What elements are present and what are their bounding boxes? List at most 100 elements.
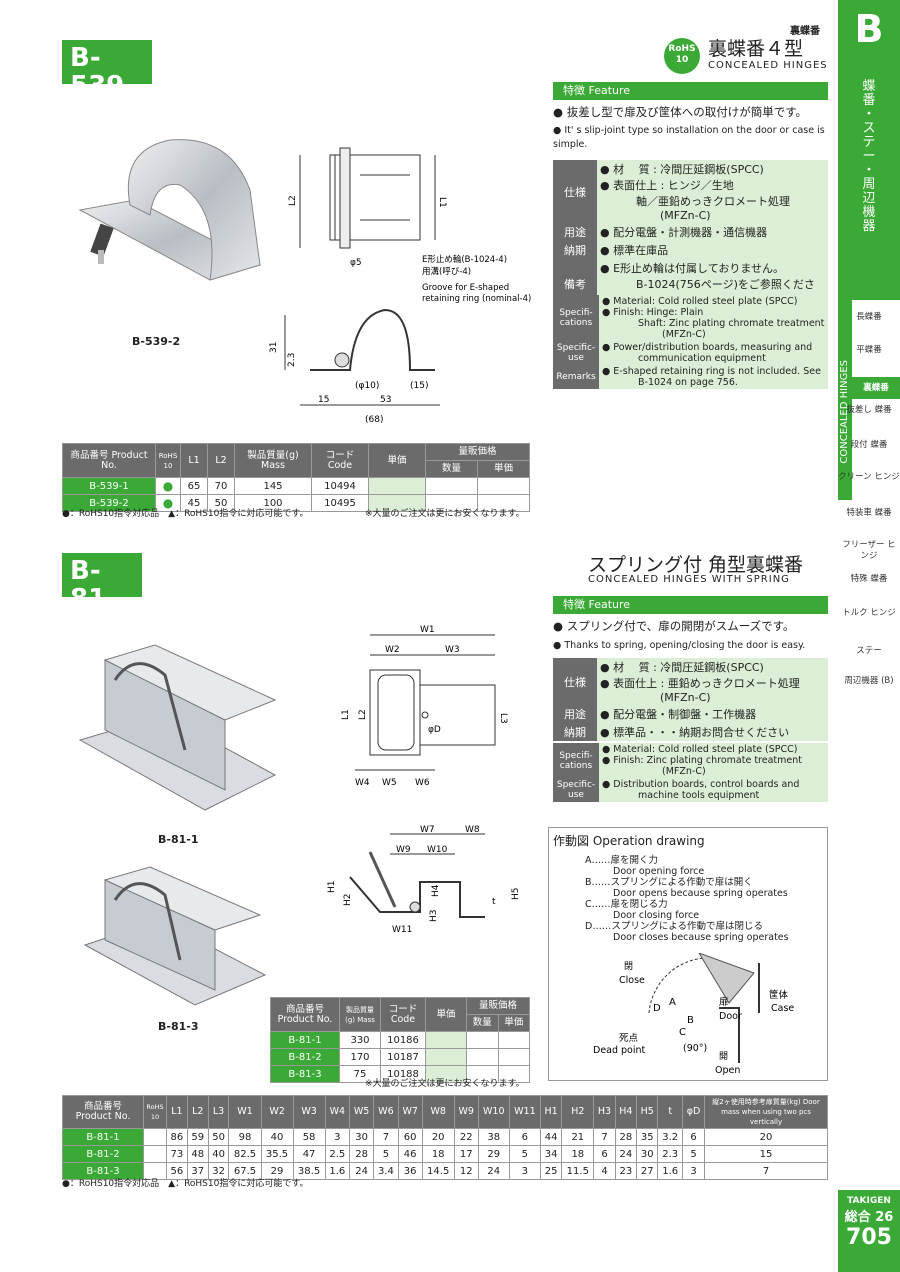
dim-L1: L1 xyxy=(437,197,447,208)
dim-H1: H1 xyxy=(327,881,337,894)
catalog-number: 26 xyxy=(875,1210,894,1225)
spec-line: ● 材 質 : 冷間圧延鋼板(SPCC) xyxy=(600,163,764,176)
vertical-char: 周 xyxy=(862,177,876,192)
sidebar-item-7[interactable]: フリーザー ヒンジ xyxy=(842,540,896,561)
open-en: Open xyxy=(715,1065,740,1076)
spec-line: communication equipment xyxy=(638,353,766,364)
spec-line: (MFZn-C) xyxy=(662,329,706,340)
dim-header: 商品番号 Product No. xyxy=(62,1095,144,1129)
spec-header: 仕様 xyxy=(553,658,597,705)
sidebar-item-4[interactable]: 段付 蝶番 xyxy=(850,440,888,450)
spec-table-jp-b81: 仕様● 材 質 : 冷間圧延鋼板(SPCC)● 表面仕上 : 亜鉛めっきクロメー… xyxy=(553,658,828,741)
spec-header: 用途 xyxy=(553,705,597,723)
operation-line: Door opens because spring operates xyxy=(613,888,788,899)
spec-line: 軸／亜鉛めっきクロメート処理 xyxy=(636,195,790,208)
feature-bar-b81: 特徴 Feature xyxy=(553,596,828,614)
dim-header: H1 xyxy=(539,1095,563,1129)
material-label-b81: 鉄製 xyxy=(70,613,86,622)
vertical-char: ・ xyxy=(862,163,876,178)
dim-header: L3 xyxy=(207,1095,230,1129)
spec-line: ● 材 質 : 冷間圧延鋼板(SPCC) xyxy=(600,661,764,674)
vertical-char: 番 xyxy=(862,93,876,108)
sidebar-item-6[interactable]: 特装車 蝶番 xyxy=(846,508,892,518)
open-jp: 開 xyxy=(719,1051,728,1062)
arrow-B: B xyxy=(687,1015,694,1026)
vertical-char: ス xyxy=(862,121,876,136)
sidebar-item-0[interactable]: 長蝶番 xyxy=(856,312,882,322)
spec-header: Remarks xyxy=(553,365,599,389)
b81-side-drawing: W7 W8 W9 W10 H1 H2 H3 H4 H5 t W11 xyxy=(327,825,521,935)
bulk-note-b81: ※大量のご注文は更にお安くなります。 xyxy=(365,1079,525,1089)
b539-side-drawing: 31 2.3 (φ10) (15) 15 53 (68) xyxy=(269,308,440,425)
sidebar-item-1[interactable]: 平蝶番 xyxy=(856,345,882,355)
sidebar-item-8[interactable]: 特殊 蝶番 xyxy=(850,574,888,584)
sidebar-item-9[interactable]: トルク ヒンジ xyxy=(842,608,896,618)
spec-line: Shaft: Zinc plating chromate treatment xyxy=(638,318,825,329)
dim-W7: W7 xyxy=(420,825,435,835)
b81-3-label: B-81-3 xyxy=(158,1020,199,1033)
arrow-C: C xyxy=(679,1027,686,1038)
vertical-char: 器 xyxy=(862,219,876,234)
feature-jp-b81: ● スプリング付で、扉の開閉がスムーズです。 xyxy=(553,619,795,633)
product-code-b81: B-81 xyxy=(70,556,107,614)
dim-H4: H4 xyxy=(431,884,441,897)
b81-3-photo xyxy=(83,866,267,1006)
dim-header: L1 xyxy=(166,1095,188,1129)
dim-header: H5 xyxy=(636,1095,659,1129)
b539-front-drawing: L2 L1 φ5 E形止め輪(B-1024-4) 用溝(呼び-4) Groove… xyxy=(288,147,531,304)
spec-line: ● E形止め輪は付属しておりません。 xyxy=(600,262,785,275)
spec-line: (MFZn-C) xyxy=(660,691,711,704)
spec-line: ● Material: Cold rolled steel plate (SPC… xyxy=(602,296,798,307)
feature-en-b81: ● Thanks to spring, opening/closing the … xyxy=(553,640,806,651)
dim-header: L2 xyxy=(186,1095,209,1129)
dim-t: t xyxy=(492,897,496,907)
spec-line: ● Distribution boards, control boards an… xyxy=(602,779,800,790)
dim-W4: W4 xyxy=(355,778,370,788)
dim-W2: W2 xyxy=(385,645,400,655)
spec-header: 納期 xyxy=(553,723,597,741)
page-number: 705 xyxy=(846,1225,892,1250)
rohs-note-b81: ●：RoHS10指令対応品 ▲：RoHS10指令に対応可能です。 xyxy=(62,1179,309,1189)
sidebar-item-11[interactable]: 周辺機器 (B) xyxy=(844,676,894,686)
rohs-note: ●：RoHS10指令対応品 ▲：RoHS10指令に対応可能です。 xyxy=(62,509,309,519)
sidebar-item-5[interactable]: クリーン ヒンジ xyxy=(838,472,900,482)
sidebar-item-2[interactable]: 裏蝶番 xyxy=(852,377,900,399)
dim-15: 15 xyxy=(318,395,329,405)
operation-line: A……扉を開く力 xyxy=(585,855,658,866)
groove-en1: Groove for E-shaped xyxy=(422,283,509,293)
dim-header: 縦2ヶ使用時参考扉質量(kg) Door mass when using two… xyxy=(704,1095,828,1129)
spec-line: B-1024 on page 756. xyxy=(638,377,738,388)
dim-L2: L2 xyxy=(358,709,368,720)
product-code-badge-b81: B-81 鉄製 xyxy=(62,553,142,622)
dim-header: φD xyxy=(682,1095,705,1129)
dim-header: W10 xyxy=(477,1095,510,1129)
category-tab[interactable]: B xyxy=(838,0,900,60)
dim-2.3: 2.3 xyxy=(287,353,297,367)
dim-L1: L1 xyxy=(341,709,351,720)
category-en-band: CONCEALED HINGES xyxy=(838,300,852,500)
spec-line: ● Power/distribution boards, measuring a… xyxy=(602,342,813,353)
header-category: 裏蝶番 xyxy=(790,26,820,37)
section-title-en-b81: CONCEALED HINGES WITH SPRING xyxy=(588,574,790,585)
vertical-char: ー xyxy=(862,149,876,164)
dim-header: W5 xyxy=(349,1095,375,1129)
dim-header: W3 xyxy=(292,1095,326,1129)
dim-H5: H5 xyxy=(511,888,521,901)
section-title-jp-b81: スプリング付 角型裏蝶番 xyxy=(588,554,804,576)
spec-line: ● E-shaped retaining ring is not include… xyxy=(602,366,821,377)
dim-header: H2 xyxy=(561,1095,595,1129)
spec-table-en: Specifi-cations● Material: Cold rolled s… xyxy=(553,295,828,389)
dim-header: W6 xyxy=(373,1095,399,1129)
dim-L2: L2 xyxy=(288,195,298,206)
dim-W11: W11 xyxy=(392,925,412,935)
dim-31: 31 xyxy=(269,342,279,353)
sidebar-item-3[interactable]: 抜差し 蝶番 xyxy=(846,405,892,415)
operation-line: Door opening force xyxy=(613,866,705,877)
sidebar-item-10[interactable]: ステー xyxy=(856,646,882,656)
category-vertical-band: 蝶番・ステー・周辺機器 xyxy=(838,60,900,300)
spec-header: Specific-use xyxy=(553,778,599,802)
spec-line: ● Finish: Zinc plating chromate treatmen… xyxy=(602,755,802,766)
